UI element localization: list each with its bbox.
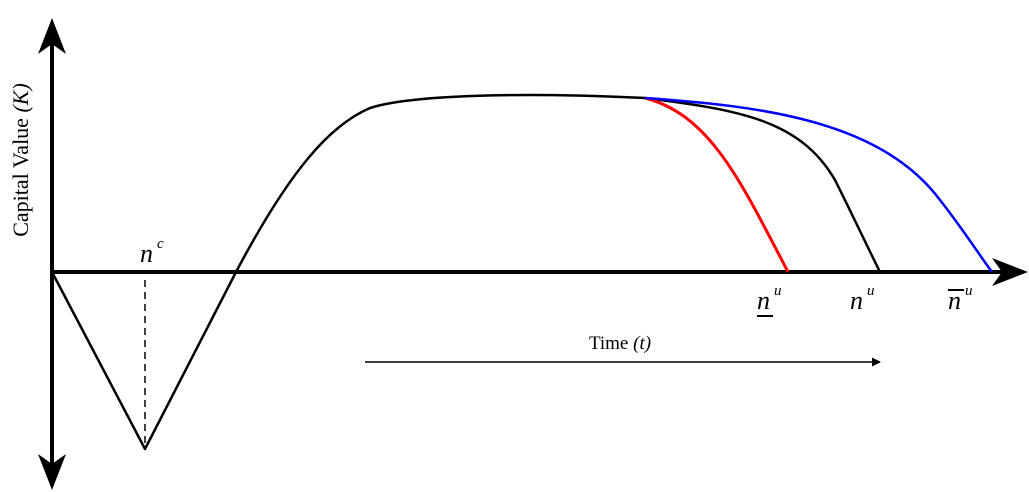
marker-n-mid-sup: u — [867, 283, 875, 299]
y-axis-arrow-up-icon — [38, 18, 66, 54]
marker-nc-base: n — [140, 239, 153, 268]
marker-n-over-sup: u — [965, 283, 973, 299]
y-axis-label: Capital Value (K) — [8, 83, 33, 237]
capital-curve-main — [50, 93, 882, 451]
y-axis-arrow-down-icon — [38, 454, 66, 490]
y-axis-label-symbol: (K) — [8, 83, 33, 112]
capital-curve-early-end — [644, 96, 790, 273]
marker-nc: n c — [140, 236, 164, 268]
y-axis-label-text: Capital Value — [8, 113, 33, 237]
marker-n-under: n u — [757, 283, 782, 315]
time-label-symbol: (t) — [633, 333, 651, 354]
marker-n-mid: n u — [850, 283, 875, 315]
marker-nc-sup: c — [157, 236, 164, 252]
x-axis-arrow-right-icon — [992, 258, 1028, 286]
marker-n-mid-base: n — [850, 286, 863, 315]
marker-n-over: n u — [948, 283, 973, 315]
marker-n-under-sup: u — [774, 283, 782, 299]
time-label: Time (t) — [589, 333, 651, 354]
time-label-text: Time — [589, 333, 633, 354]
marker-n-over-base: n — [948, 286, 961, 315]
marker-n-under-base: n — [757, 286, 770, 315]
capital-curve-late-end — [644, 96, 994, 273]
